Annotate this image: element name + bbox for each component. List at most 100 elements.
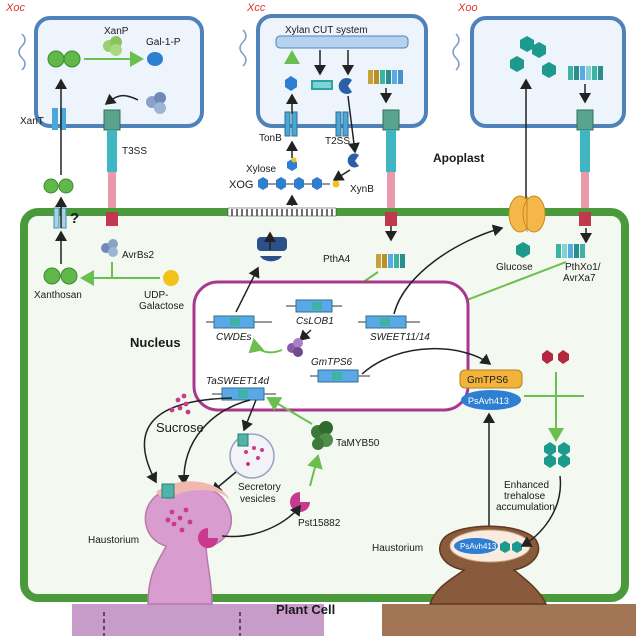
haustorium-sucrose-icon xyxy=(165,507,193,533)
label-sucrose: Sucrose xyxy=(156,420,204,435)
label-xcc: Xcc xyxy=(246,2,266,14)
label-udp-2: Galactose xyxy=(139,301,184,312)
xoo-flagellum xyxy=(452,33,460,71)
label-gmtps6-box: GmTPS6 xyxy=(467,375,509,386)
xynb-secreted-icon xyxy=(347,153,359,168)
label-haustorium-right: Haustorium xyxy=(372,543,423,554)
pst15882-delivery-arrow xyxy=(221,504,301,538)
xylose-substituent-icon xyxy=(291,157,297,163)
t3ss-xoo-icon xyxy=(576,109,594,226)
label-t2ss: T2SS xyxy=(325,136,350,147)
host-tissue-right xyxy=(382,604,636,636)
gmtps6-expression-arrow xyxy=(361,347,492,375)
label-xog: XOG xyxy=(229,179,253,191)
host-tissue-left xyxy=(72,604,324,636)
cell-wall-pores xyxy=(231,209,333,216)
label-psavh413: PsAvh413 xyxy=(468,396,509,406)
label-secretory-1: Secretory xyxy=(238,482,281,493)
label-avrbs2: AvrBs2 xyxy=(122,250,154,261)
pst15882-haustorium-icon xyxy=(198,528,218,548)
cwde-gene-icon xyxy=(206,315,272,329)
cslob1-gene-icon xyxy=(286,299,342,313)
label-xynb: XynB xyxy=(350,184,374,195)
tonb-transporter-icon xyxy=(284,111,298,137)
label-sweet: SWEET11/14 xyxy=(370,332,430,343)
label-glucose: Glucose xyxy=(496,262,533,273)
xylose-monomer-icon xyxy=(285,76,297,91)
pac-enzyme-icon xyxy=(338,78,352,94)
ptha4-effector-icon xyxy=(376,254,405,268)
label-xoo: Xoo xyxy=(457,2,478,14)
psavh413-protein xyxy=(461,390,521,410)
label-unknown-transporter: ? xyxy=(70,210,79,227)
nucleus xyxy=(192,280,470,412)
trehalose-uptake-arrow xyxy=(520,475,562,547)
trehalose-product-icon xyxy=(544,442,570,468)
t3ss-xoc-icon xyxy=(103,109,121,226)
sucrose-molecules-icon xyxy=(169,393,191,415)
tasweet-transport-arrow-1 xyxy=(143,397,233,484)
xanp-enzyme-icon xyxy=(103,36,122,56)
trehalose-precursor-icon xyxy=(542,350,569,364)
label-xoc: Xoc xyxy=(5,2,25,14)
label-xant: XanT xyxy=(20,116,44,127)
xanthosan-molecule-icon xyxy=(47,50,81,68)
xynb-cleave-arrow xyxy=(332,169,351,181)
pthxo1-effector-icon xyxy=(556,244,585,258)
label-ptha4: PthA4 xyxy=(323,254,351,265)
label-plant-cell: Plant Cell xyxy=(276,602,335,617)
xcc-gene-icon xyxy=(368,70,403,84)
t2ss-secretion-icon xyxy=(335,111,349,137)
xog-oligosaccharide-icon xyxy=(258,177,340,190)
xcc-flagellum xyxy=(239,29,247,67)
glucose-pool-icon xyxy=(510,36,556,78)
label-tasweet14d: TaSWEET14d xyxy=(206,376,269,387)
gmtps6-protein-box xyxy=(459,369,523,389)
sweet-gene-icon xyxy=(358,315,420,329)
label-xanp: XanP xyxy=(104,26,129,37)
xant-transporter-icon xyxy=(52,108,66,130)
xoo-gene-icon xyxy=(568,66,603,80)
glucose-cell-icon xyxy=(516,242,530,258)
label-haustorium-left: Haustorium xyxy=(88,535,139,546)
secretory-vesicle-icon xyxy=(229,433,275,479)
label-gmtps6: GmTPS6 xyxy=(311,357,353,368)
cut-system-bar xyxy=(275,35,409,49)
haustorium-trehalose-icon xyxy=(500,541,522,553)
label-pthxo1-1: PthXo1/ xyxy=(565,262,601,273)
label-trehalose-2: trehalose xyxy=(504,491,546,502)
t3ss-xcc-icon xyxy=(382,109,400,226)
label-trehalose-3: accumulation xyxy=(496,502,555,513)
label-gal1p: Gal-1-P xyxy=(146,37,181,48)
label-t3ss-xoc: T3SS xyxy=(122,146,147,157)
xoc-flagellum xyxy=(18,33,26,71)
udp-galactose-icon xyxy=(163,270,179,286)
xanthosan-apoplast-icon xyxy=(43,178,74,194)
tasweet-vesicle-arrow xyxy=(241,399,257,432)
label-nucleus: Nucleus xyxy=(130,335,181,350)
label-psavh413-haus: PsAvh413 xyxy=(460,542,497,551)
label-tamyb50: TaMYB50 xyxy=(336,438,380,449)
label-cut-system: Xylan CUT system xyxy=(285,25,368,36)
gmtps6-gene-icon xyxy=(310,369,370,383)
tasweet-transport-arrow-2 xyxy=(177,399,251,486)
cwde-export-arrow xyxy=(235,266,260,313)
label-udp-1: UDP- xyxy=(144,290,168,301)
label-cwdes: CWDEs xyxy=(216,332,252,343)
label-pst15882: Pst15882 xyxy=(298,518,341,529)
label-secretory-2: vesicles xyxy=(240,494,276,505)
xynb-enzyme-bacterial-icon xyxy=(311,80,333,90)
psavh413-haustorium-icon xyxy=(454,538,498,554)
label-xylose: Xylose xyxy=(246,164,276,175)
label-tonb: TonB xyxy=(259,133,282,144)
label-apoplast: Apoplast xyxy=(433,151,484,165)
pst15882-activation-arrow xyxy=(307,454,323,487)
avrbs2-effector-icon xyxy=(101,239,118,257)
vesicle-sucrose-icon xyxy=(244,446,264,466)
cslob1-translation-arrow xyxy=(298,329,312,342)
vesicle-transporter-icon xyxy=(237,433,249,447)
sweet-transporter-icon xyxy=(508,195,546,233)
avrbs2-synthesis-arrow xyxy=(104,93,139,105)
tasweet14d-gene-icon xyxy=(212,387,276,401)
